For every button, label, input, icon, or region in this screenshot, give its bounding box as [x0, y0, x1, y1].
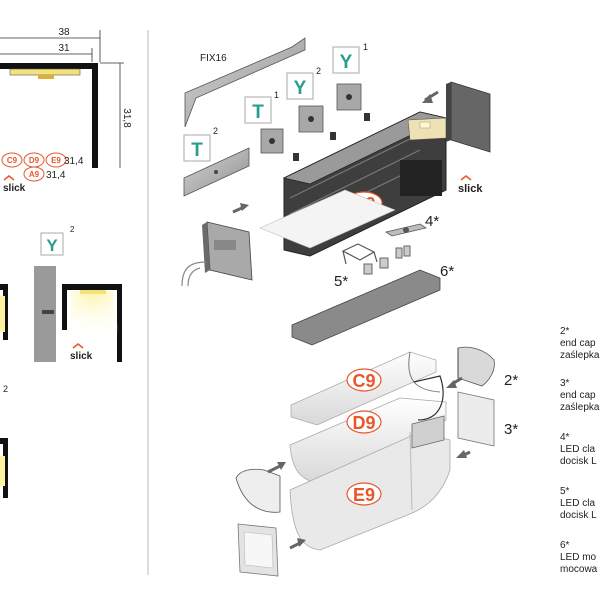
svg-text:2: 2 — [213, 126, 218, 136]
mount-marker-y-middle: Y 2 — [286, 66, 321, 100]
end-cap-right — [422, 81, 491, 153]
svg-text:2: 2 — [316, 66, 321, 76]
label-e9: E9 — [353, 485, 375, 505]
svg-text:slick: slick — [70, 351, 93, 362]
callout-2: 2* — [504, 372, 518, 389]
diffuser-d9: D9 — [289, 375, 447, 485]
legend-item-3: 3* end cap zaślepka — [560, 378, 600, 413]
badge-a9-small: A9 — [23, 166, 45, 182]
svg-text:1: 1 — [363, 42, 368, 52]
diffuser-c9: C9 — [290, 351, 441, 426]
legend-item-2: 2* end cap zaślepka — [560, 326, 600, 361]
svg-text:C9: C9 — [7, 156, 18, 165]
svg-text:A9: A9 — [29, 170, 40, 179]
svg-text:slick: slick — [458, 183, 483, 195]
badge-c9: C9 — [1, 152, 23, 168]
slick-logo-a9: slick — [458, 175, 483, 195]
svg-text:E9: E9 — [51, 156, 61, 165]
mount-marker-y-left: Y — [46, 236, 58, 255]
end-cap-2: 2* — [446, 346, 518, 389]
svg-text:1: 1 — [274, 90, 279, 100]
svg-text:T: T — [191, 140, 203, 161]
mounting-y-fragment: Y 2 slick — [34, 225, 122, 362]
left-partial-profiles: 2 — [0, 284, 8, 498]
svg-text:2: 2 — [3, 384, 8, 394]
svg-text:Y: Y — [294, 78, 307, 99]
dim-row1-value: 31,4 — [64, 156, 84, 167]
callout-5: 5* — [334, 273, 348, 290]
svg-text:T: T — [252, 102, 264, 123]
badge-d9: D9 — [23, 152, 45, 168]
mount-marker-t-lower: T 2 — [183, 126, 218, 162]
svg-text:slick: slick — [3, 183, 26, 194]
legend-item-4: 4* LED cla docisk L — [560, 432, 597, 467]
label-d9: D9 — [352, 413, 375, 433]
end-cap-e9-bottom — [237, 523, 306, 577]
svg-text:Y: Y — [340, 52, 353, 73]
led-clamps: 4* 5* — [334, 213, 439, 290]
end-cap-left — [181, 189, 396, 287]
mounting-plates — [183, 83, 370, 197]
dim-width-outer: 38 — [58, 27, 70, 38]
legend-item-6: 6* LED mo mocowa — [560, 540, 598, 575]
dim-height: 31,8 — [121, 108, 132, 128]
diffuser-e9: E9 — [289, 415, 451, 551]
led-mounting-plate: 6* — [291, 263, 454, 346]
svg-text:D9: D9 — [29, 156, 40, 165]
label-c9: C9 — [352, 371, 375, 391]
mount-marker-t-upper: T 1 — [244, 90, 279, 124]
callout-4: 4* — [425, 213, 439, 230]
fix16-cover: FIX16 — [184, 37, 306, 128]
badge-e9: E9 — [45, 152, 67, 168]
fix16-label: FIX16 — [200, 53, 227, 64]
slick-logo-mid: slick — [70, 343, 93, 362]
legend-item-5: 5* LED cla docisk L — [560, 486, 597, 521]
profile-cross-section: 38 31 31,8 C9 D9 E9 31,4 A9 31,4 — [0, 27, 132, 194]
callout-3: 3* — [504, 421, 518, 438]
callout-6: 6* — [440, 263, 454, 280]
end-cap-e9-left — [235, 462, 286, 513]
end-cap-3: 3* — [456, 391, 518, 458]
dim-width-inner: 31 — [58, 43, 70, 54]
dim-row2-value: 31,4 — [46, 170, 66, 181]
svg-text:2: 2 — [70, 225, 75, 234]
mount-marker-y-right: Y 1 — [332, 42, 368, 74]
slick-logo-top: slick — [3, 175, 26, 194]
